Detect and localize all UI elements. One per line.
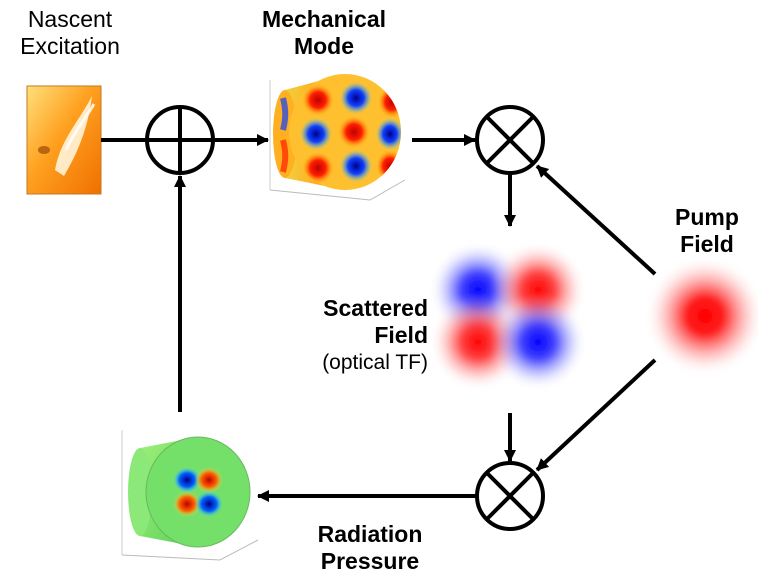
arrow-pump-to-bottom-multiplier bbox=[535, 358, 657, 472]
arrow-pump-to-top-multiplier bbox=[535, 164, 657, 276]
pump-label-line1: Pump bbox=[675, 204, 739, 230]
mechanical-label-line1: Mechanical bbox=[262, 6, 386, 32]
radiation-response-image bbox=[121, 430, 259, 561]
nascent-excitation-image bbox=[26, 85, 102, 195]
radiation-pressure-label: Radiation Pressure bbox=[300, 521, 440, 575]
scattered-field-label: Scattered Field (optical TF) bbox=[290, 295, 428, 376]
scattered-field-image bbox=[430, 242, 586, 390]
pump-label-line2: Field bbox=[680, 231, 734, 257]
mechanical-mode-label: Mechanical Mode bbox=[254, 6, 394, 60]
scattered-label-line1: Scattered bbox=[323, 295, 428, 321]
pump-field-label: Pump Field bbox=[660, 204, 754, 258]
scattered-label-line3: (optical TF) bbox=[322, 351, 428, 374]
nascent-label-line1: Nascent bbox=[27, 6, 113, 32]
summing-junction-icon bbox=[145, 105, 215, 175]
nascent-label-line2: Excitation bbox=[20, 33, 120, 59]
mechanical-label-line2: Mode bbox=[293, 33, 355, 59]
nascent-excitation-label: Nascent Excitation bbox=[6, 6, 134, 60]
arrows bbox=[101, 134, 657, 502]
mechanical-mode-image bbox=[269, 74, 406, 201]
scattered-label-line2: Field bbox=[374, 322, 428, 348]
radiation-label-line2: Pressure bbox=[320, 548, 420, 574]
pump-field-image bbox=[645, 256, 758, 376]
multiplier-top-icon bbox=[475, 105, 545, 175]
multiplier-bottom-icon bbox=[475, 461, 545, 531]
radiation-label-line1: Radiation bbox=[317, 521, 423, 547]
